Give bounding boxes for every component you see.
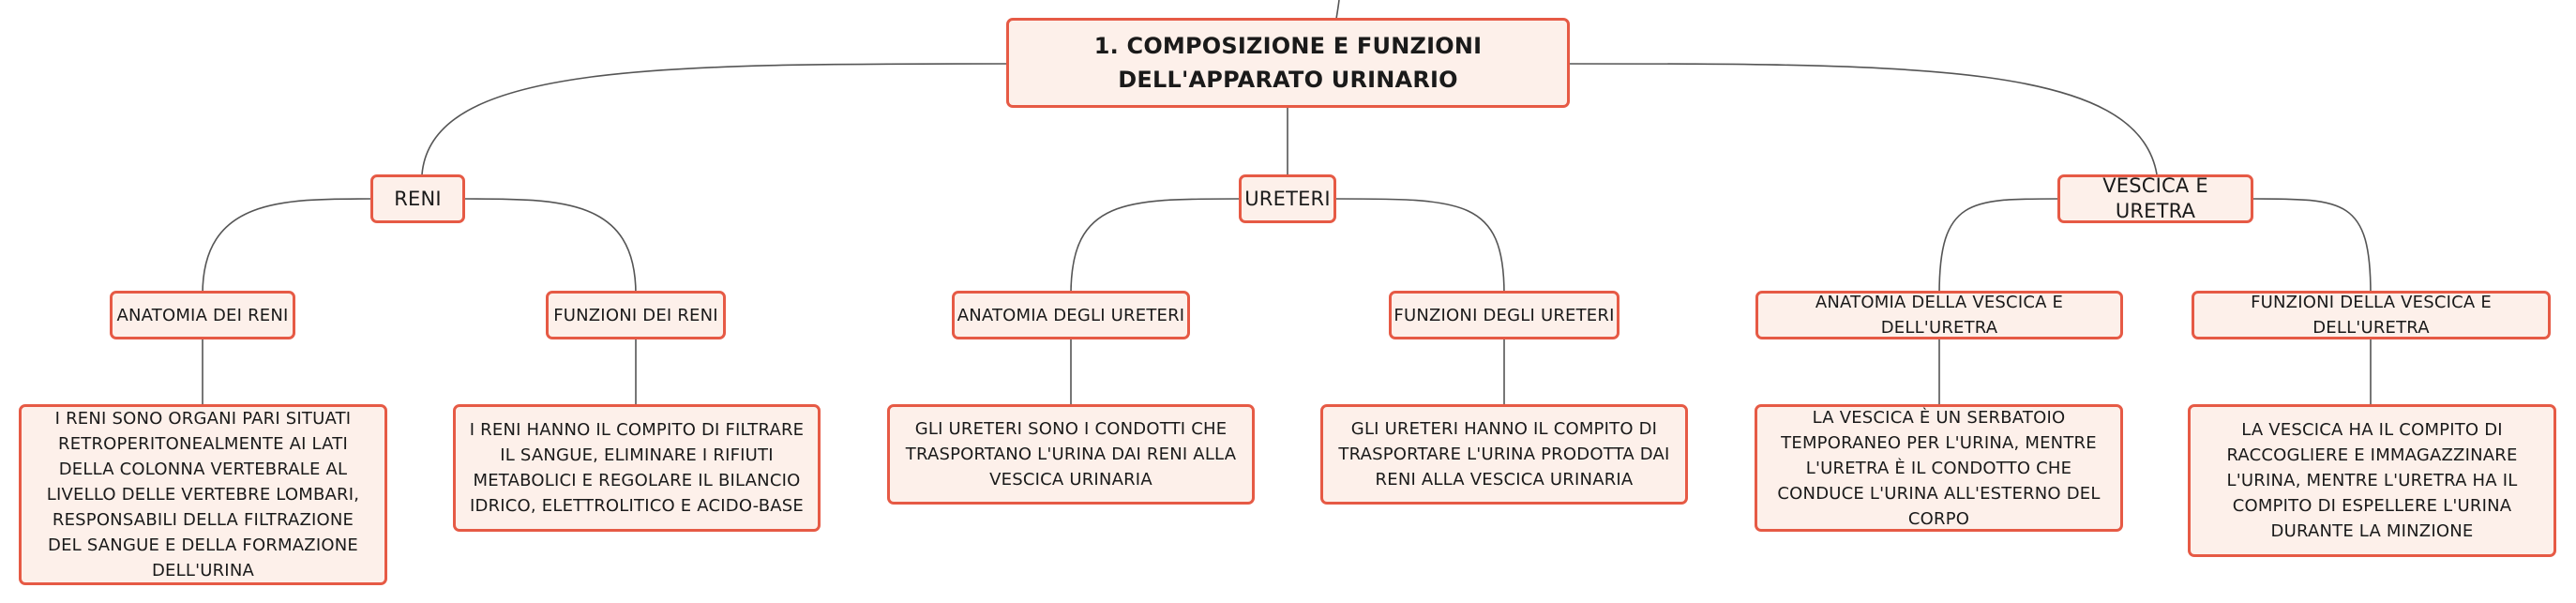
connector-ureteri-funzioni: [1335, 198, 1505, 295]
detail-funzioni-reni[interactable]: I RENI HANNO IL COMPITO DI FILTRARE IL S…: [453, 404, 821, 532]
connector-root-vescica: [1569, 63, 2158, 175]
detail-funzioni-vescica-uretra[interactable]: LA VESCICA HA IL COMPITO DI RACCOGLIERE …: [2188, 404, 2556, 557]
connector-top-stub: [1335, 0, 1340, 20]
connector-reni-anatomia: [202, 198, 371, 295]
subtopic-anatomia-reni[interactable]: ANATOMIA DEI RENI: [110, 291, 295, 339]
detail-anatomia-vescica-uretra[interactable]: LA VESCICA È UN SERBATOIO TEMPORANEO PER…: [1755, 404, 2123, 532]
connector-vescica-anatomia: [1938, 198, 2058, 295]
subtopic-anatomia-ureteri[interactable]: ANATOMIA DEGLI URETERI: [952, 291, 1190, 339]
subtopic-anatomia-vescica-uretra[interactable]: ANATOMIA DELLA VESCICA E DELL'URETRA: [1755, 291, 2123, 339]
detail-funzioni-ureteri[interactable]: GLI URETERI HANNO IL COMPITO DI TRASPORT…: [1320, 404, 1688, 505]
detail-anatomia-ureteri[interactable]: GLI URETERI SONO I CONDOTTI CHE TRASPORT…: [887, 404, 1255, 505]
detail-anatomia-reni[interactable]: I RENI SONO ORGANI PARI SITUATI RETROPER…: [19, 404, 387, 585]
topic-ureteri[interactable]: URETERI: [1239, 174, 1336, 223]
topic-reni[interactable]: RENI: [370, 174, 465, 223]
central-topic[interactable]: 1. COMPOSIZIONE E FUNZIONI DELL'APPARATO…: [1006, 18, 1570, 108]
connector-vescica-funzioni: [2252, 198, 2372, 295]
subtopic-funzioni-reni[interactable]: FUNZIONI DEI RENI: [546, 291, 726, 339]
topic-vescica-e-uretra[interactable]: VESCICA E URETRA: [2057, 174, 2253, 223]
connector-ureteri-anatomia: [1070, 198, 1240, 295]
connector-root-reni: [421, 63, 1007, 175]
subtopic-funzioni-ureteri[interactable]: FUNZIONI DEGLI URETERI: [1389, 291, 1619, 339]
subtopic-funzioni-vescica-uretra[interactable]: FUNZIONI DELLA VESCICA E DELL'URETRA: [2192, 291, 2551, 339]
connector-reni-funzioni: [464, 198, 637, 295]
